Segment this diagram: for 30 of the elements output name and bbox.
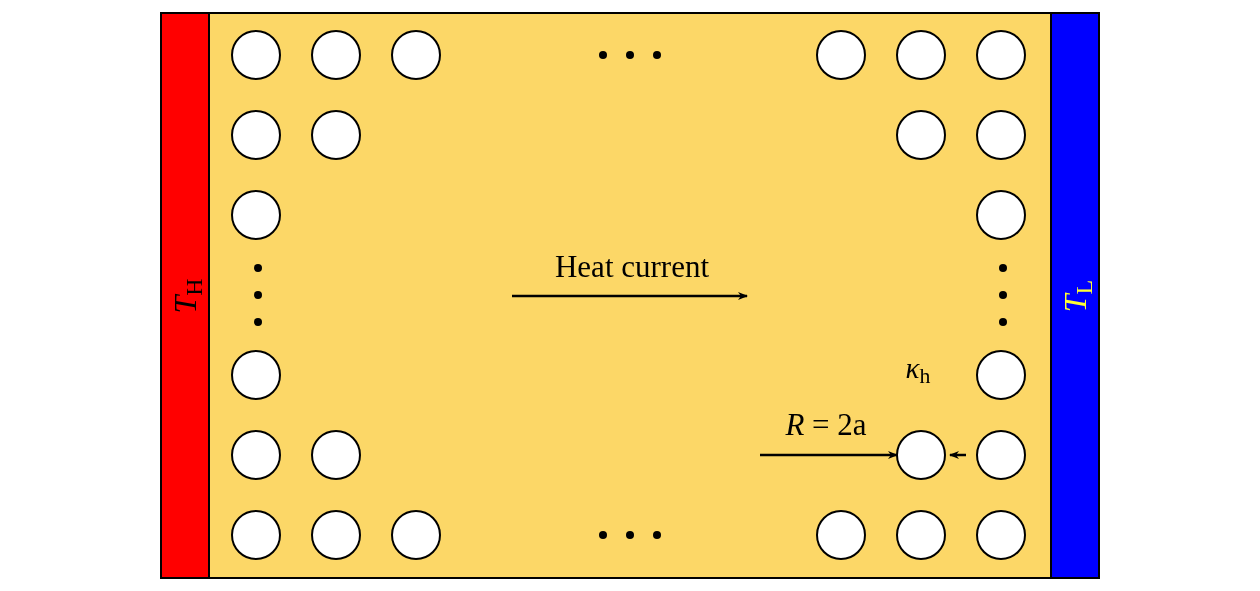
annotation-label: Heat current	[555, 250, 709, 282]
circle-inclusion	[231, 30, 281, 80]
annotation-label: R = 2a	[785, 408, 867, 440]
circle-inclusion	[391, 510, 441, 560]
circle-inclusion	[231, 350, 281, 400]
circle-inclusion	[231, 190, 281, 240]
circle-inclusion	[231, 110, 281, 160]
circle-inclusion	[976, 510, 1026, 560]
circle-inclusion	[816, 30, 866, 80]
circle-inclusion	[311, 430, 361, 480]
temperature-reservoir	[1050, 12, 1100, 579]
circle-inclusion	[231, 430, 281, 480]
temperature-reservoir	[160, 12, 210, 579]
circle-inclusion	[976, 430, 1026, 480]
circle-inclusion	[976, 350, 1026, 400]
circle-inclusion	[896, 110, 946, 160]
circle-inclusion	[896, 510, 946, 560]
circle-inclusion	[311, 110, 361, 160]
circle-inclusion	[311, 30, 361, 80]
annotation-label: κ$_{h}$	[905, 353, 931, 383]
circle-inclusion	[976, 110, 1026, 160]
medium-region	[210, 12, 1050, 579]
circle-inclusion	[816, 510, 866, 560]
circle-inclusion	[896, 30, 946, 80]
circle-inclusion	[231, 510, 281, 560]
circle-inclusion	[311, 510, 361, 560]
circle-inclusion	[391, 30, 441, 80]
circle-inclusion	[976, 190, 1026, 240]
circle-inclusion	[896, 430, 946, 480]
circle-inclusion	[976, 30, 1026, 80]
